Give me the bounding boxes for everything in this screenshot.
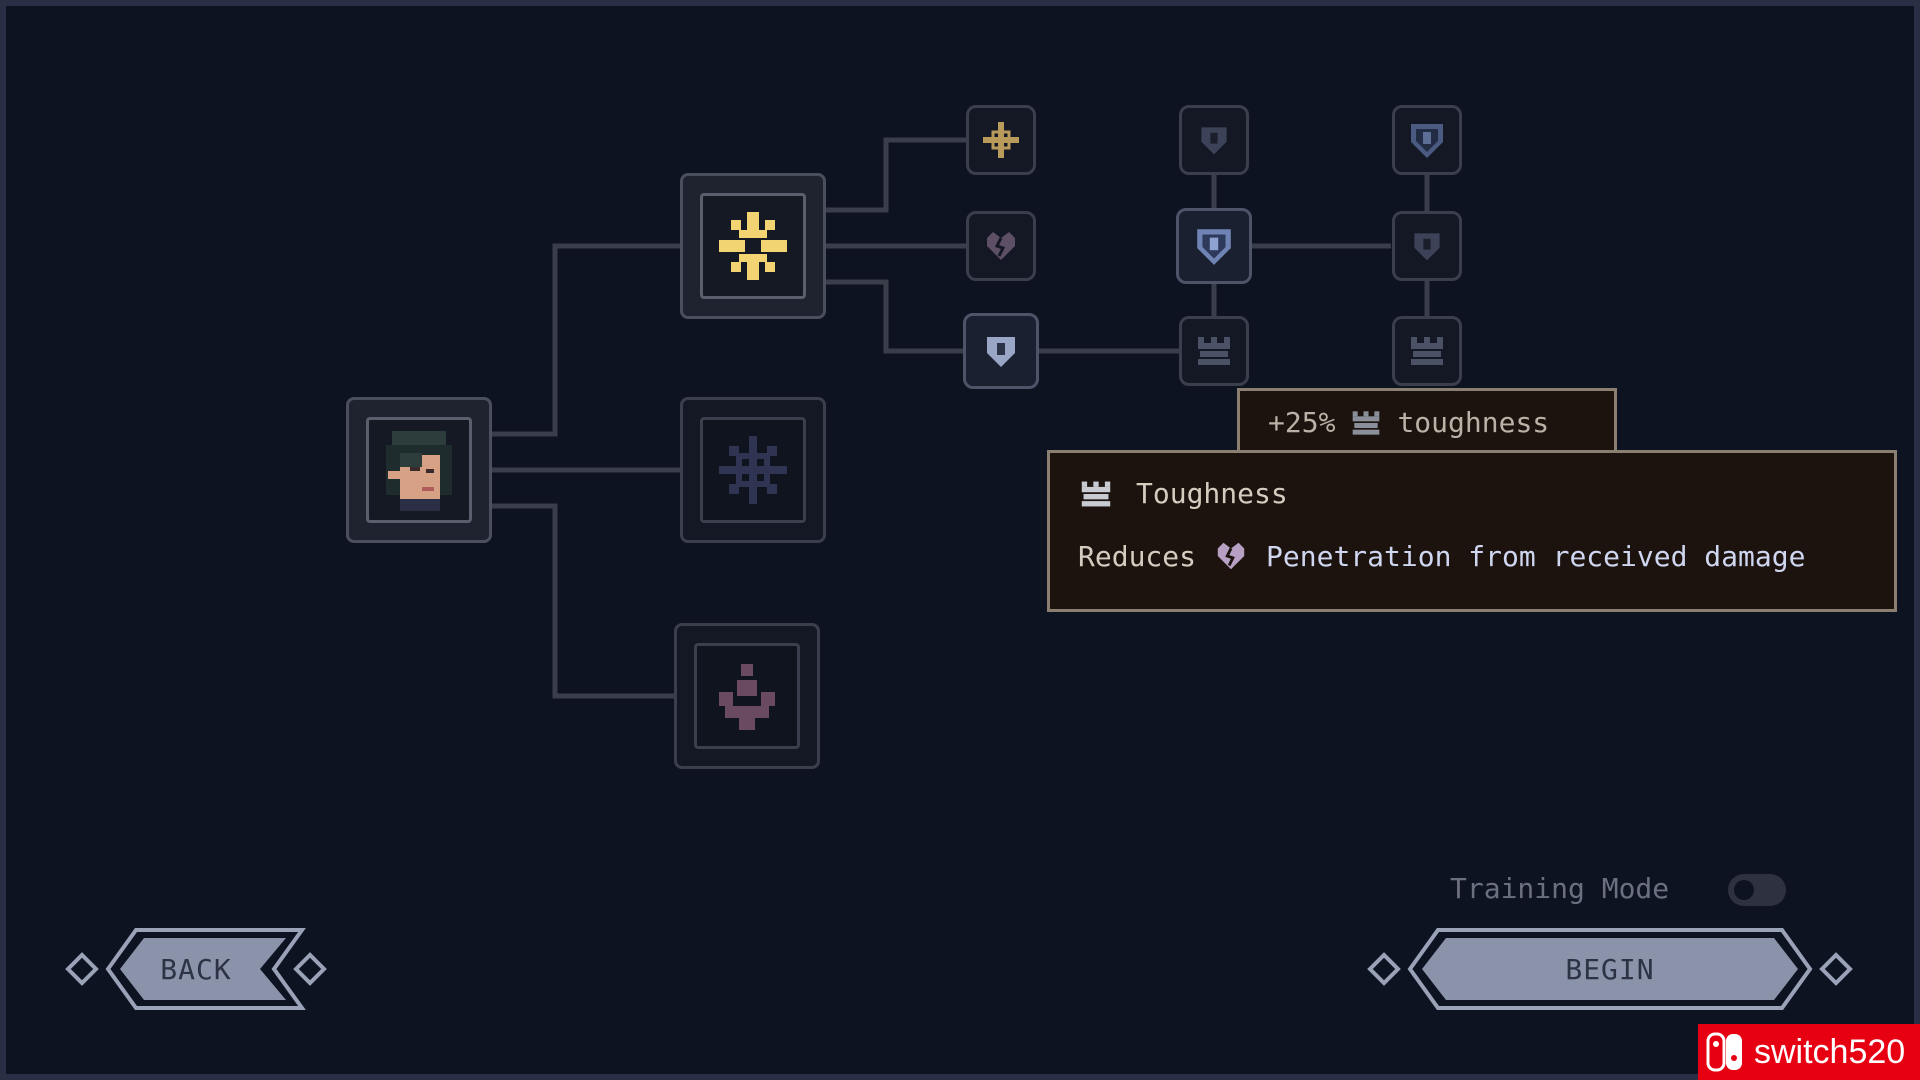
tooltip-desc-suffix: Penetration from received damage — [1266, 539, 1806, 573]
shield-icon — [987, 337, 1015, 367]
character-portrait — [366, 417, 472, 523]
broken-heart-icon — [1217, 542, 1245, 570]
watermark-badge: switch520 — [1698, 1024, 1920, 1080]
shield-icon — [1411, 124, 1443, 158]
tower-icon — [1353, 410, 1380, 435]
tooltip-bonus: +25% toughness — [1237, 388, 1617, 454]
back-button-label: BACK — [160, 952, 232, 986]
begin-button[interactable]: BEGIN — [1366, 924, 1854, 1014]
training-mode-toggle[interactable] — [1728, 874, 1786, 906]
branch-node-snowflake[interactable] — [680, 397, 826, 543]
skill-node-shield-top[interactable] — [1179, 105, 1249, 175]
branch-node-snowflake-active[interactable] — [680, 173, 826, 319]
switch-logo-icon — [1706, 1032, 1742, 1072]
tooltip-description: Reduces Penetration from received damage — [1078, 539, 1805, 573]
watermark-text: switch520 — [1754, 1032, 1906, 1071]
snowflake-icon — [719, 436, 787, 504]
tooltip-bonus-value: +25% — [1268, 406, 1336, 439]
tooltip-desc-prefix: Reduces — [1078, 539, 1197, 573]
broken-heart-icon — [987, 232, 1015, 260]
tower-icon — [1081, 481, 1111, 506]
shield-icon — [1201, 127, 1227, 155]
tooltip-panel: Toughness Reduces Penetration from recei… — [1047, 450, 1897, 612]
shield-icon — [1414, 233, 1440, 261]
toggle-knob — [1734, 880, 1754, 900]
tooltip-title-row: Toughness — [1078, 477, 1288, 510]
skill-node-cross[interactable] — [966, 105, 1036, 175]
shield-icon — [1197, 229, 1231, 265]
skill-node-shield-mid-right[interactable] — [1392, 211, 1462, 281]
back-button[interactable]: BACK — [64, 924, 328, 1014]
character-node[interactable] — [346, 397, 492, 543]
snowflake-icon — [719, 212, 787, 280]
skill-node-toughness[interactable] — [1179, 316, 1249, 386]
training-mode-label: Training Mode — [1450, 872, 1670, 905]
branch-node-group[interactable] — [674, 623, 820, 769]
tooltip-title: Toughness — [1136, 477, 1288, 510]
skill-node-shield-active[interactable] — [963, 313, 1039, 389]
skill-node-shield-top-right[interactable] — [1392, 105, 1462, 175]
begin-button-label: BEGIN — [1565, 952, 1655, 986]
figure-group-icon — [719, 664, 775, 730]
tower-icon — [1198, 337, 1230, 365]
tooltip-bonus-stat: toughness — [1397, 406, 1550, 439]
skill-node-penetration[interactable] — [966, 211, 1036, 281]
tower-icon — [1411, 337, 1443, 365]
cross-icon — [983, 122, 1019, 158]
skill-node-toughness-right[interactable] — [1392, 316, 1462, 386]
skill-node-shield-selected[interactable] — [1176, 208, 1252, 284]
